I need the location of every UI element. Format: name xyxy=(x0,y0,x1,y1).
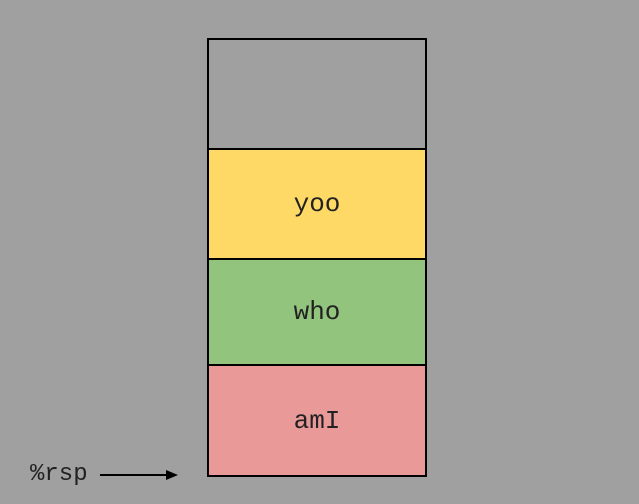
stack-slot-yoo: yoo xyxy=(207,150,427,260)
stack-slot-empty xyxy=(207,38,427,150)
stack-pointer: %rsp xyxy=(30,460,180,490)
stack-slot-ami: amI xyxy=(207,366,427,477)
stack-pointer-label: %rsp xyxy=(30,461,88,488)
stack-diagram: yoo who amI xyxy=(207,38,427,477)
right-arrow-icon xyxy=(99,470,178,480)
stack-slot-who: who xyxy=(207,260,427,366)
